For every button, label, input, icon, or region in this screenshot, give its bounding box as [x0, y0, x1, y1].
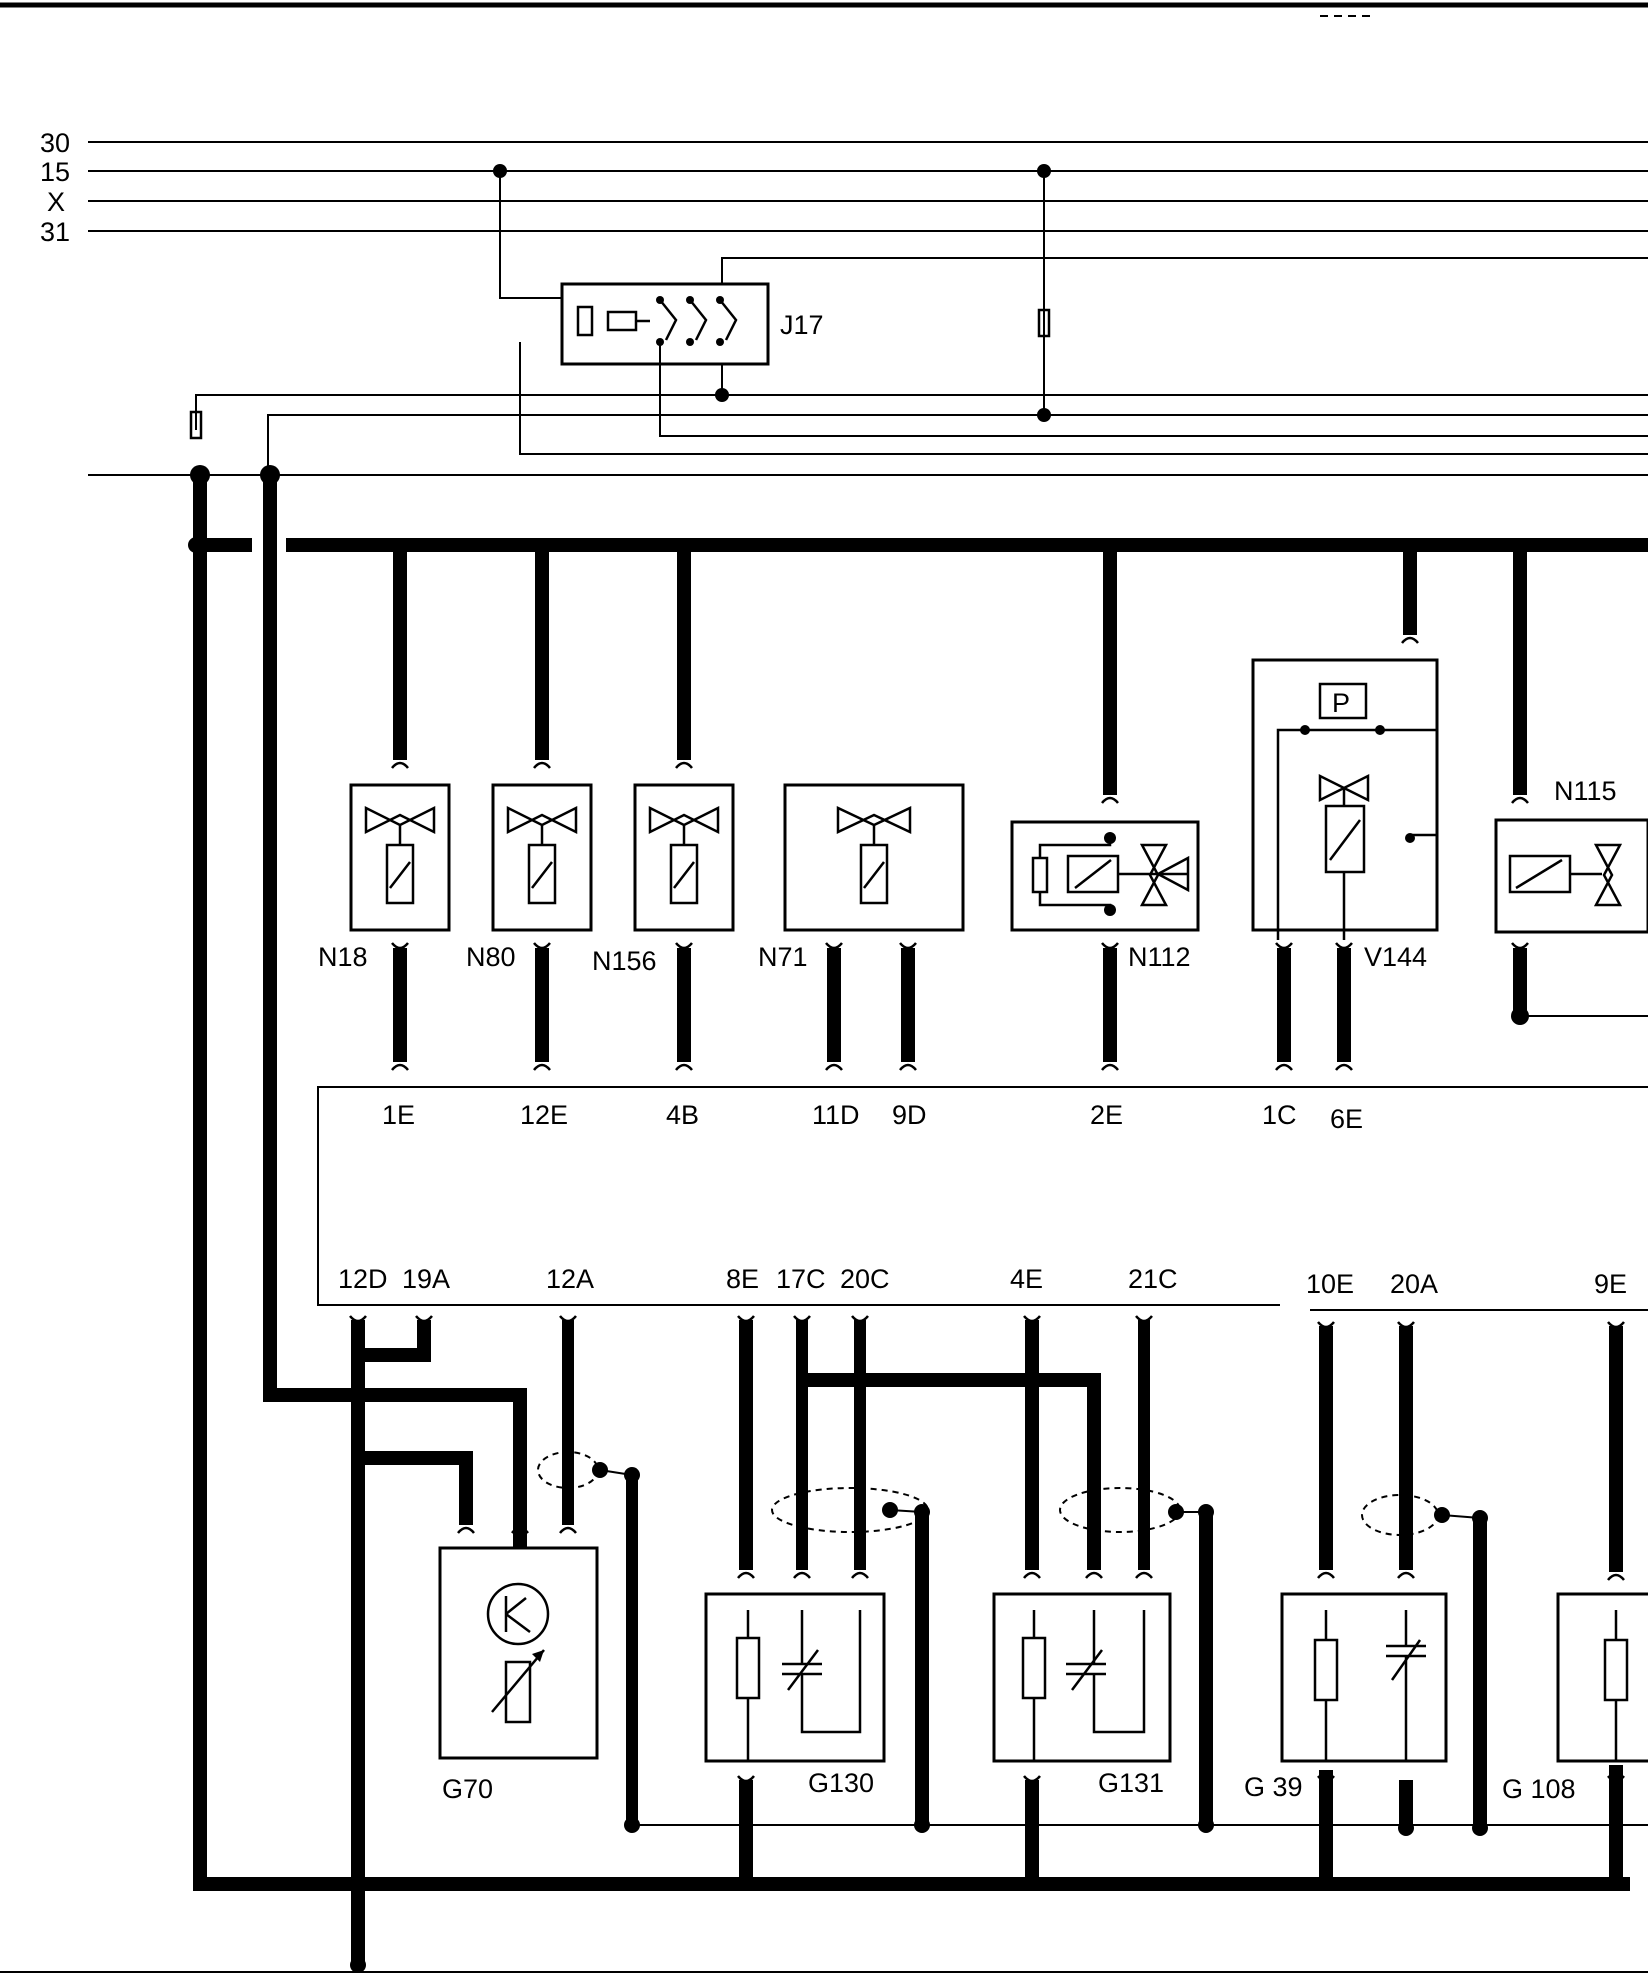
pin-20a: 20A [1390, 1269, 1438, 1299]
pin-17c: 17C [776, 1264, 826, 1294]
harness-wires [88, 164, 1648, 476]
power-rails: 30 15 X 31 [40, 128, 1648, 247]
sensor-g39: G 39 [1244, 1321, 1488, 1836]
valve-n18-label: N18 [318, 942, 368, 972]
sensor-g70: G70 [349, 1315, 1648, 1973]
pin-1c: 1C [1262, 1100, 1297, 1130]
pin-6e: 6E [1330, 1104, 1363, 1134]
pin-21c: 21C [1128, 1264, 1178, 1294]
sensor-g131-label: G131 [1098, 1768, 1164, 1798]
sensor-g70-label: G70 [442, 1774, 493, 1804]
valve-n71-label: N71 [758, 942, 808, 972]
valve-v144-label: V144 [1364, 942, 1427, 972]
pin-12e: 12E [520, 1100, 568, 1130]
rail-30-label: 30 [40, 128, 70, 158]
valve-n18: N18 [318, 545, 451, 1071]
pin-9d: 9D [892, 1100, 927, 1130]
valve-n71: N71 [758, 783, 965, 1071]
valve-n112: N112 [1010, 545, 1200, 1071]
pin-19a: 19A [402, 1264, 450, 1294]
sensor-g131: G131 [992, 1315, 1214, 1884]
pin-12d: 12D [338, 1264, 388, 1294]
pin-12a: 12A [546, 1264, 594, 1294]
valve-v144: P V144 [1251, 545, 1439, 1071]
pin-4b: 4B [666, 1100, 699, 1130]
valve-n112-label: N112 [1128, 942, 1191, 972]
pin-9e: 9E [1594, 1269, 1627, 1299]
relay-j17: J17 [493, 164, 1648, 455]
pin-11d: 11D [812, 1100, 860, 1130]
pin-4e: 4E [1010, 1264, 1043, 1294]
valve-n115: N115 [1494, 545, 1648, 1025]
pin-1e: 1E [382, 1100, 415, 1130]
pin-8e: 8E [726, 1264, 759, 1294]
pin-10e: 10E [1306, 1269, 1354, 1299]
sensor-g39-label: G 39 [1244, 1772, 1303, 1802]
sensor-g108: G 108 [1502, 1321, 1648, 1804]
v144-pressure-symbol: P [1332, 688, 1350, 718]
ecu-bottom-pins: 12D 19A 12A 8E 17C 20C 4E 21C 10E 20A 9E [338, 1264, 1627, 1299]
valve-n156-label: N156 [592, 946, 657, 976]
pin-2e: 2E [1090, 1100, 1123, 1130]
valve-n156: N156 [592, 545, 735, 1071]
relay-j17-label: J17 [780, 310, 824, 340]
sensor-g130-label: G130 [808, 1768, 874, 1798]
rail-31-label: 31 [40, 217, 70, 247]
valve-n115-label: N115 [1554, 776, 1617, 806]
control-unit-outline [317, 1086, 1648, 1311]
sensor-g130: G130 [704, 1315, 1101, 1884]
pin-20c: 20C [840, 1264, 890, 1294]
ecu-top-pins: 1E 12E 4B 11D 9D 2E 1C 6E [382, 1100, 1363, 1134]
sensor-g108-label: G 108 [1502, 1774, 1576, 1804]
rail-15-label: 15 [40, 157, 70, 187]
rail-x-label: X [47, 187, 65, 217]
valve-n80-label: N80 [466, 942, 516, 972]
valve-n80: N80 [466, 545, 593, 1071]
